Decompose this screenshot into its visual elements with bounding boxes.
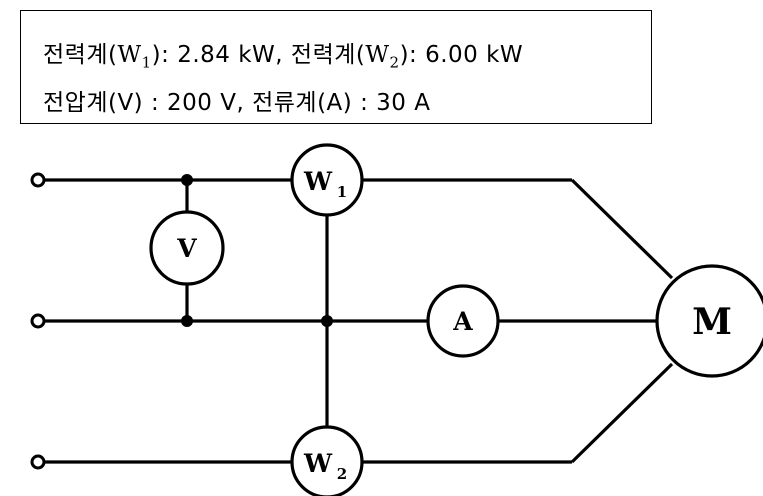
meter-readings-box: 전력계(W1): 2.84 kW, 전력계(W2): 6.00 kW 전압계(V… xyxy=(20,10,652,124)
ammeter-label: A xyxy=(452,307,473,336)
wire-phase-3-to-motor xyxy=(570,362,674,464)
voltmeter xyxy=(149,210,225,286)
motor-label: M xyxy=(692,301,732,343)
wattmeter-w2 xyxy=(290,425,364,496)
junction-voltmeter-top xyxy=(181,174,193,186)
w2-label-subscript: 2 xyxy=(389,53,400,72)
wire-phase-1-to-motor xyxy=(570,178,674,280)
terminal-phase-1 xyxy=(30,172,46,188)
motor xyxy=(655,264,763,378)
wattmeter-w1 xyxy=(290,143,364,217)
power-meter-readings: 전력계(W1): 2.84 kW, 전력계(W2): 6.00 kW xyxy=(43,35,523,72)
w1-label-symbol: W xyxy=(117,42,142,68)
terminal-phase-2 xyxy=(30,313,46,329)
w2-label-symbol: W xyxy=(365,42,390,68)
junction-wattmeter-common xyxy=(321,315,333,327)
w2-symbol: W xyxy=(303,449,333,478)
w1-reading: ): 2.84 kW, xyxy=(151,42,291,68)
junction-voltmeter-bottom xyxy=(181,315,193,327)
w1-label-prefix: 전력계( xyxy=(43,42,118,68)
voltmeter-label: V xyxy=(176,234,197,263)
ammeter xyxy=(426,284,500,358)
w1-symbol: W xyxy=(303,167,333,196)
w1-label-subscript: 1 xyxy=(141,53,152,72)
w2-subscript: 2 xyxy=(337,465,347,483)
w2-reading: ): 6.00 kW xyxy=(399,42,524,68)
terminal-phase-3 xyxy=(30,454,46,470)
w2-label-prefix: 전력계( xyxy=(290,42,366,68)
voltage-current-readings: 전압계(V) : 200 V, 전류계(A) : 30 A xyxy=(43,90,431,116)
w1-subscript: 1 xyxy=(337,183,347,201)
